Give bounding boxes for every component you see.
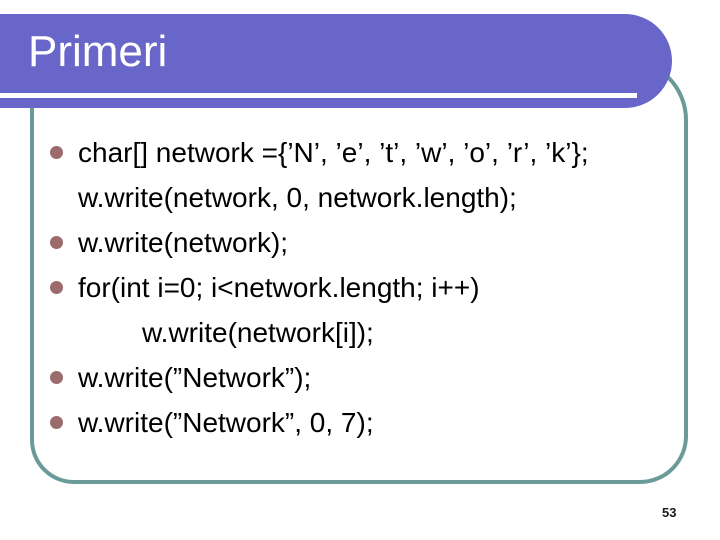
list-item: w.write(network[i]);	[142, 310, 374, 355]
bullet-icon	[50, 281, 63, 294]
list-item: w.write(”Network”, 0, 7);	[50, 400, 374, 445]
banner-underline	[0, 93, 637, 98]
list-item: w.write(”Network”);	[50, 355, 312, 400]
page-number: 53	[662, 505, 677, 520]
list-item-text: char[] network ={’N’, ’e’, ’t’, ’w’, ’o’…	[78, 137, 589, 168]
page-title: Primeri	[28, 27, 168, 76]
list-item-text: w.write(network[i]);	[142, 317, 374, 348]
title-banner: Primeri	[0, 14, 672, 108]
list-item: for(int i=0; i<network.length; i++)	[50, 265, 480, 310]
list-item: w.write(network);	[50, 220, 289, 265]
list-item-text: for(int i=0; i<network.length; i++)	[78, 272, 480, 303]
list-item-text: w.write(network, 0, network.length);	[78, 182, 517, 213]
list-item-text: w.write(”Network”, 0, 7);	[78, 407, 374, 438]
bullet-icon	[50, 371, 63, 384]
list-item: w.write(network, 0, network.length);	[78, 175, 517, 220]
list-item-text: w.write(”Network”);	[78, 362, 312, 393]
bullet-icon	[50, 236, 63, 249]
bullet-icon	[50, 146, 63, 159]
list-item: char[] network ={’N’, ’e’, ’t’, ’w’, ’o’…	[50, 130, 589, 175]
bullet-icon	[50, 416, 63, 429]
content-box	[30, 58, 688, 484]
list-item-text: w.write(network);	[78, 227, 289, 258]
